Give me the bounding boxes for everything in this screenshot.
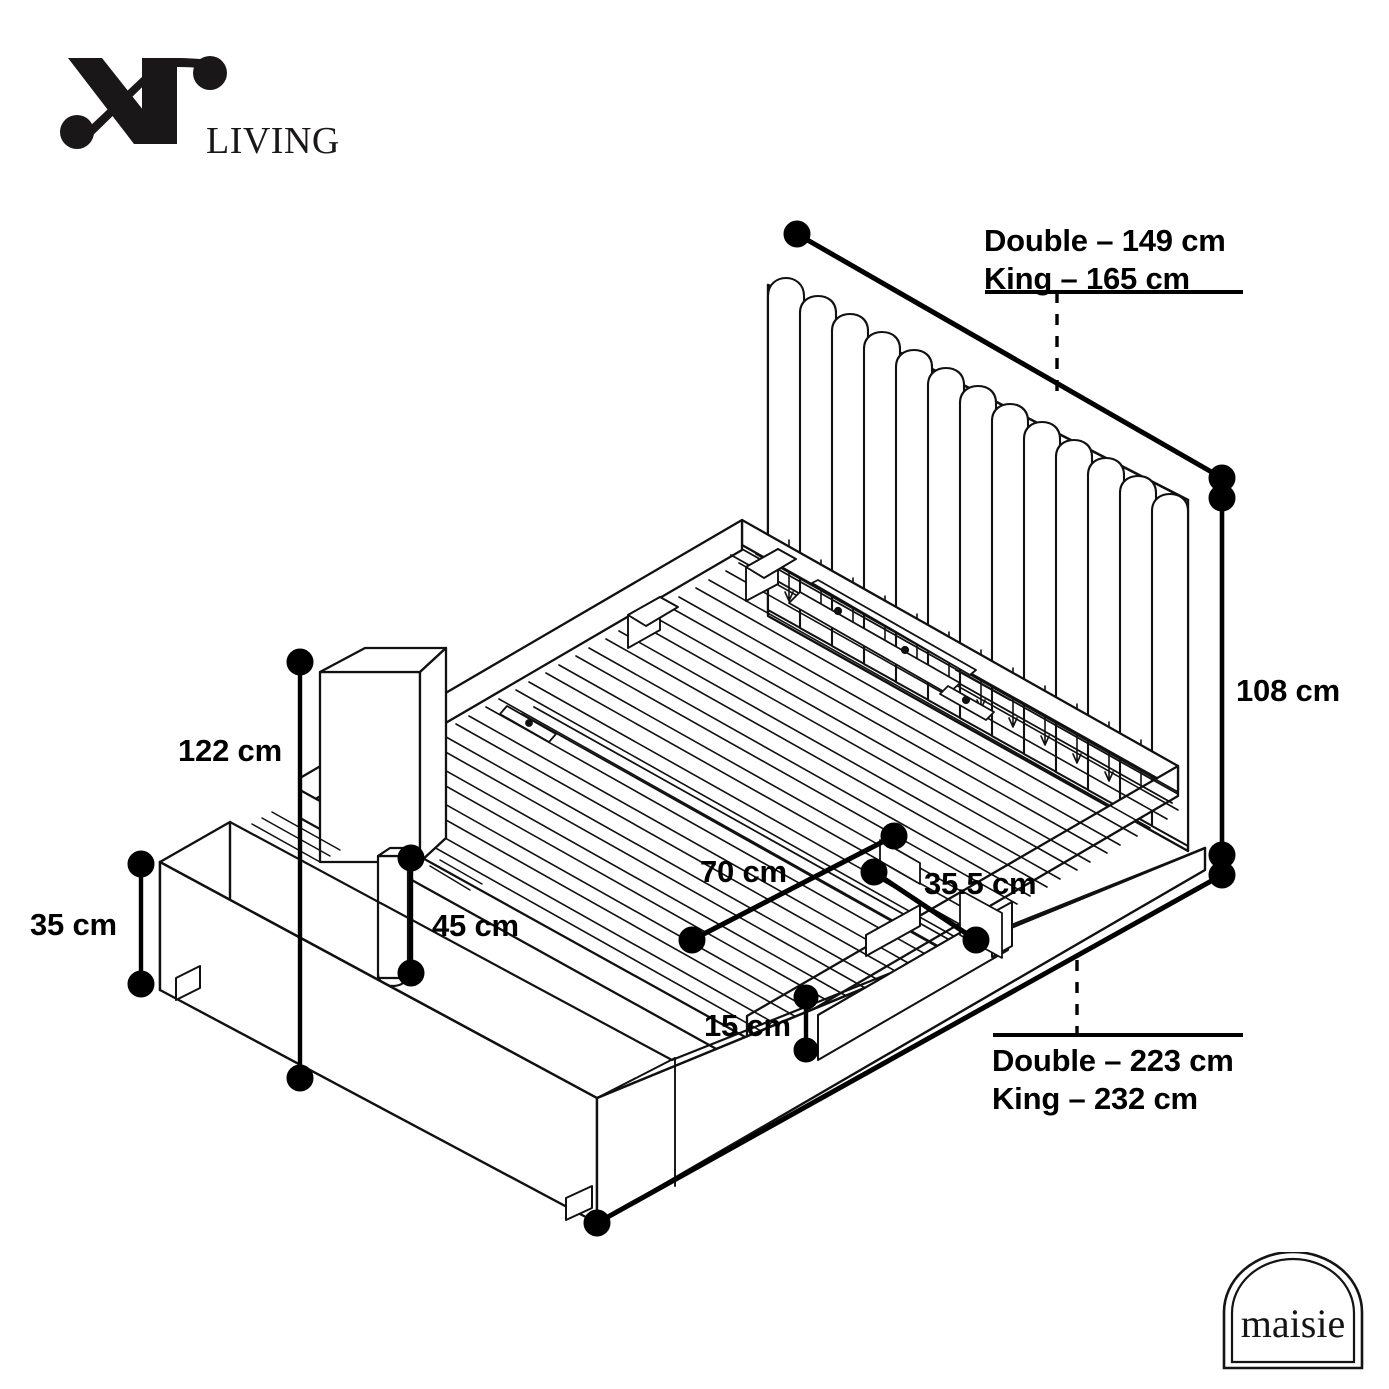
width-king-text: King – 165 cm <box>984 260 1190 296</box>
length-leader-line <box>583 861 1236 1237</box>
overall-length-label: Double – 223 cm King – 232 cm <box>992 1042 1234 1118</box>
base-height-line <box>127 850 155 998</box>
maisie-wordmark: maisie <box>1240 1301 1346 1346</box>
xr-monogram-icon <box>60 56 227 149</box>
length-king-text: King – 232 cm <box>992 1080 1198 1116</box>
base-height-label: 35 cm <box>30 907 117 942</box>
length-double-text: Double – 223 cm <box>992 1043 1234 1078</box>
platform-height-label: 45 cm <box>432 908 519 943</box>
width-leader-line <box>783 220 1236 492</box>
clearance-label: 15 cm <box>704 1008 791 1043</box>
arch-outline-icon <box>1222 1250 1364 1370</box>
total-height-line <box>286 648 314 1092</box>
brand-logo: LIVING <box>38 40 339 160</box>
maisie-logo: maisie <box>1218 1250 1368 1374</box>
total-height-label: 122 cm <box>178 733 282 768</box>
overall-width-label: Double – 149 cm King – 165 cm <box>984 222 1226 298</box>
width-double-text: Double – 149 cm <box>984 223 1226 258</box>
brand-wordmark: LIVING <box>206 120 340 162</box>
storage-depth-line <box>678 822 908 954</box>
side-rail-line <box>860 858 990 954</box>
storage-depth-label: 70 cm <box>700 854 787 889</box>
headboard-height-label: 108 cm <box>1236 673 1340 708</box>
side-rail-label: 35.5 cm <box>924 866 1037 901</box>
platform-height-line <box>397 844 425 987</box>
clearance-line <box>793 984 819 1063</box>
headboard-height-line <box>1208 484 1236 869</box>
